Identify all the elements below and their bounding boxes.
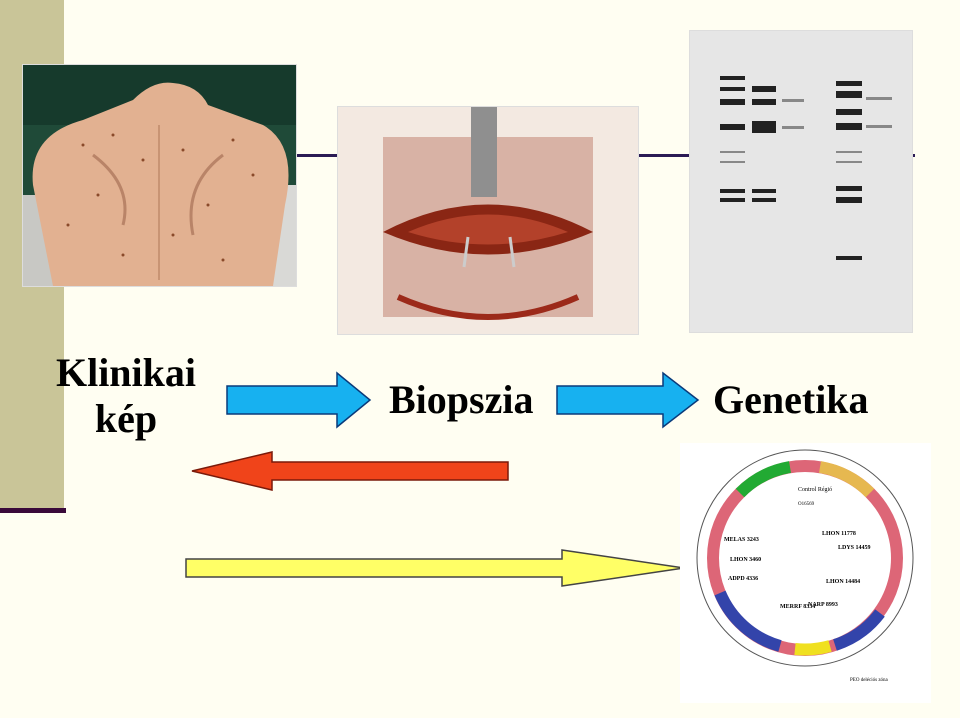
mutation-adpd: ADPD 4336	[728, 576, 758, 582]
gel-electrophoresis-photo	[689, 30, 913, 333]
arrow-left-red	[191, 451, 509, 491]
clinical-label-line2: kép	[94, 396, 158, 441]
arrow-right-blue-1	[226, 371, 372, 429]
position-text: O16569	[798, 502, 815, 507]
mutation-narp: NARP 8993	[808, 602, 838, 608]
arrow-right-yellow	[185, 549, 685, 587]
mutation-lhon-3460: LHON 3460	[730, 557, 761, 563]
arrow-right-blue-2	[556, 371, 700, 429]
mutation-lhon-14484: LHON 14484	[826, 579, 860, 585]
mutation-lhon-11778: LHON 11778	[822, 531, 856, 537]
control-region-text: Control Régió	[798, 487, 832, 493]
biopsy-label: Biopszia	[389, 377, 534, 422]
peo-zone-text: PEO deléciós zóna	[850, 678, 889, 683]
clinical-picture-label: Klinikai kép	[38, 350, 214, 442]
clinical-photo	[22, 64, 297, 287]
clinical-label-line1: Klinikai	[55, 350, 197, 395]
biopsy-photo	[337, 106, 639, 335]
genetics-label: Genetika	[713, 377, 869, 422]
side-decoration-line	[0, 508, 66, 513]
mutation-merrf: MERRF 8334	[780, 604, 815, 610]
mutation-ldys: LDYS 14459	[838, 545, 871, 551]
mutation-melas: MELAS 3243	[724, 537, 759, 543]
mtdna-map: Control Régió O16569 MELAS 3243 LHON 346…	[680, 443, 931, 703]
